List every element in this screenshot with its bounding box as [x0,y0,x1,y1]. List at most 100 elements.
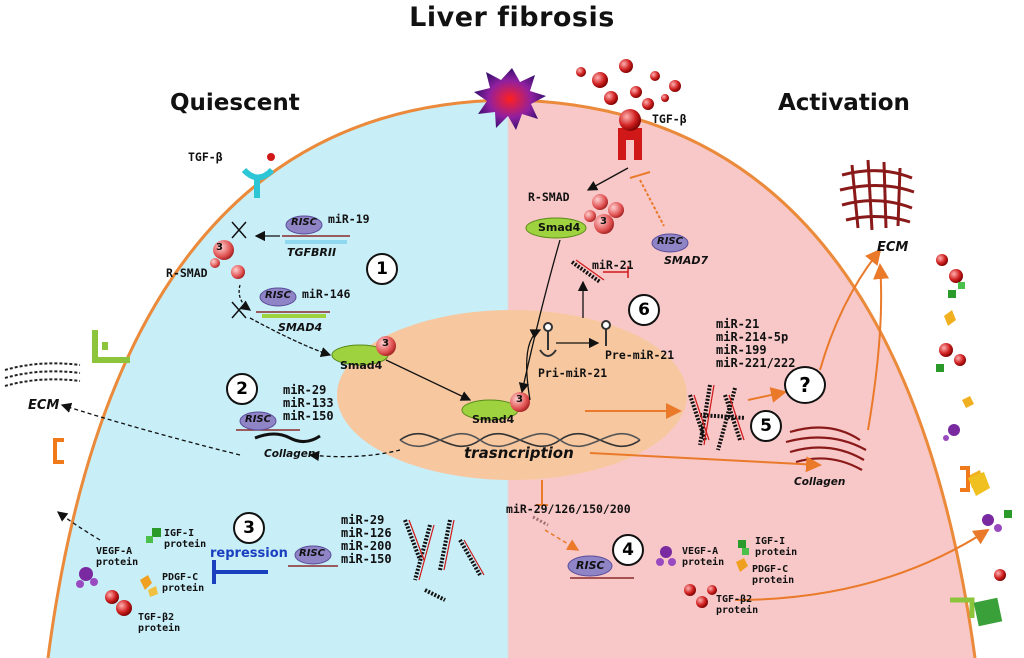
igf-protein-right: protein [755,547,798,558]
step-1-badge: 1 [366,253,398,285]
pri-mir21-label: Pri-miR-21 [538,366,608,380]
igf-name-left: IGF-I [164,528,195,539]
arrow-smad4-to-nucleus [518,239,561,394]
risc-1-left [285,215,323,235]
collagen-fiber-left [254,432,321,443]
mir21-duplex-red [575,259,605,281]
rsmad-label-left: R-SMAD [166,266,208,280]
activation-header: Activation [778,90,910,116]
membrane-receptor-green [92,330,130,363]
smad4-badge-text-right: 3 [600,216,607,227]
step-3-badge: 3 [233,512,265,544]
igf-protein-left: protein [164,539,207,550]
risc-3-left [239,411,277,431]
pri-mir21-hairpin [539,322,557,357]
arrow-to-smad4 [249,317,332,358]
arrow-rsmad-down [238,284,252,311]
vegfa-protein-right: protein [682,557,725,568]
arrow-collagen-ecm [867,263,890,431]
arrow-to-primir [526,329,542,401]
mirs4-label: miR-29/126/150/200 [506,502,631,516]
smad7-label: SMAD7 [664,254,709,267]
vegfa-protein-left: protein [96,557,139,568]
pdgfc-name-left: PDGF-C [162,572,199,583]
pdgfc-protein-left: protein [162,583,205,594]
arrow-receptor-rsmad [586,167,629,191]
degraded-mirna [532,515,549,527]
igf-left-icon [146,528,161,543]
membrane-receptor-right-green [950,597,1003,627]
igf-right-icon [738,540,749,555]
mirna-duplex-red-left [408,519,485,581]
mirna-duplex-red-right [693,384,745,446]
pdgfc-bound-right [968,472,990,496]
inhibit-marks [231,221,247,319]
mir200-label-3: miR-200 [341,539,392,553]
pdgfc-name-right: PDGF-C [752,564,789,575]
tgfb2-right-icon [684,584,717,608]
tgfb2-protein-right: protein [716,605,759,616]
nucleus [337,310,687,480]
collagen-fibers-right [785,426,867,471]
mir126-label-3: miR-126 [341,526,392,540]
tgfb2-protein-left: protein [138,623,181,634]
membrane-receptor-orange [53,438,64,464]
inhibit-smad7-receptor [639,179,665,227]
mir214-label-5: miR-214-5p [716,330,789,344]
step-4-badge: 4 [612,534,644,566]
step-6-badge: 6 [628,294,660,326]
risc-4-left [294,545,332,565]
step-2-badge: 2 [226,373,258,405]
ecm-label-right: ECM [877,240,909,255]
smad4-badge-left [376,336,396,356]
extracellular-right [936,254,1012,581]
risc-label-3: RISC [245,414,271,425]
tgfbrii-label: TGFBRII [287,246,337,259]
vegfa-right-icon [656,546,676,566]
mirna-duplex-bundle-left [403,519,482,602]
vegfa-name-left: VEGF-A [96,546,133,557]
mir21-duplex [570,260,602,284]
risc-4-right [567,555,613,577]
mir21-label-5: miR-21 [716,317,760,331]
tgfb-label-right: TGF-β [652,112,687,126]
membrane-receptor-right-orange [960,466,970,492]
vegfa-name-right: VEGF-A [682,546,719,557]
mir150-label-left: miR-150 [283,409,334,423]
ecm-mesh-right [839,159,915,231]
tgfb-ligands-cluster [576,59,681,110]
ecm-label-left: ECM [28,398,60,413]
smad4-badge-text-left: 3 [382,338,389,349]
tgfb-receptor-left [241,153,275,198]
mirna-duplex-bundle-right [688,384,746,451]
igf-name-right: IGF-I [755,536,786,547]
arrow-question-ecm [819,248,882,371]
mir19-label: miR-19 [328,212,370,226]
pdgfc-left-icon [140,575,158,597]
collagen-label-right: Collagen [794,476,846,488]
smad4-badge-right [594,214,614,234]
mir29-label-left: miR-29 [283,383,327,397]
mir199-label-5: miR-199 [716,343,767,357]
rsmad-label-right: R-SMAD [528,190,570,204]
risc-2-left [259,287,297,307]
risc-smad7 [651,233,689,253]
risc-label-4: RISC [299,548,325,559]
risc-label-2: RISC [265,290,291,301]
transcription-label: trasncription [464,444,574,462]
arrow-ecm-left [60,402,241,456]
smad4-label-nucleus: Smad4 [472,413,515,426]
mir-cluster-5: miR-21 miR-214-5p miR-199 miR-221/222 [716,318,795,370]
smad4-badge-nucleus [510,392,530,412]
smad4-label-left: Smad4 [340,359,383,372]
ecm-fibers-left [4,362,81,387]
pdgfc-protein-right: protein [752,575,795,586]
pdgfc-right-icon [736,558,748,572]
pre-mir21-label: Pre-miR-21 [605,348,675,362]
mir221-label-5: miR-221/222 [716,356,796,370]
